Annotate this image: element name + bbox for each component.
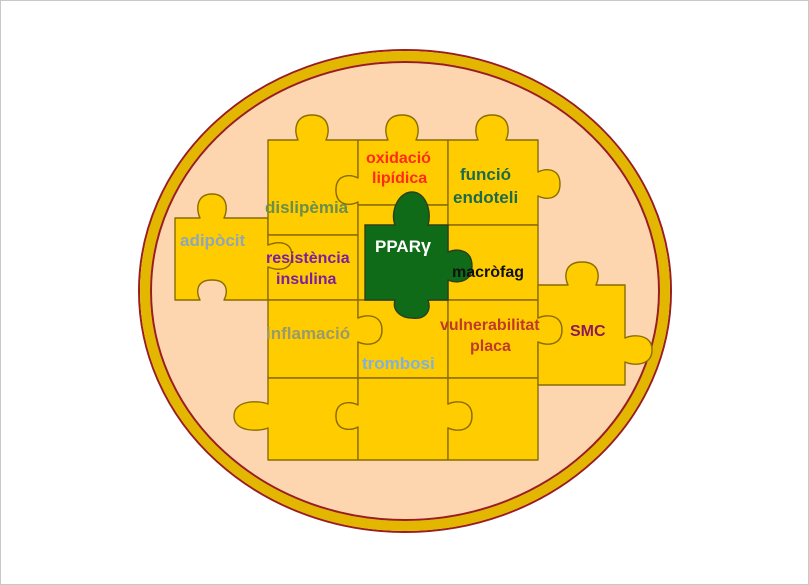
label-inflamacio: inflamació — [266, 324, 350, 343]
label-smc: SMC — [570, 323, 606, 340]
label-macrofag: macròfag — [452, 264, 524, 281]
label-funcio-line1: funció — [460, 165, 511, 184]
label-trombosi: trombosi — [362, 354, 435, 373]
label-funcio-line2: endoteli — [453, 188, 518, 207]
label-resistencia-line2: insulina — [276, 271, 337, 288]
label-adipocit: adipòcit — [180, 231, 246, 250]
gamma-symbol: γ — [421, 236, 431, 256]
label-dislipemia: dislipèmia — [265, 198, 349, 217]
label-resistencia-line1: resistència — [266, 250, 350, 267]
label-vulnerabilitat-line1: vulnerabilitat — [440, 317, 540, 334]
ppar-gamma-label: PPARγ — [375, 236, 431, 256]
label-oxidacio-line1: oxidació — [366, 150, 431, 167]
label-oxidacio-line2: lipídica — [372, 170, 427, 187]
ppar-label: PPAR — [375, 237, 421, 256]
label-vulnerabilitat-line2: placa — [470, 338, 511, 355]
